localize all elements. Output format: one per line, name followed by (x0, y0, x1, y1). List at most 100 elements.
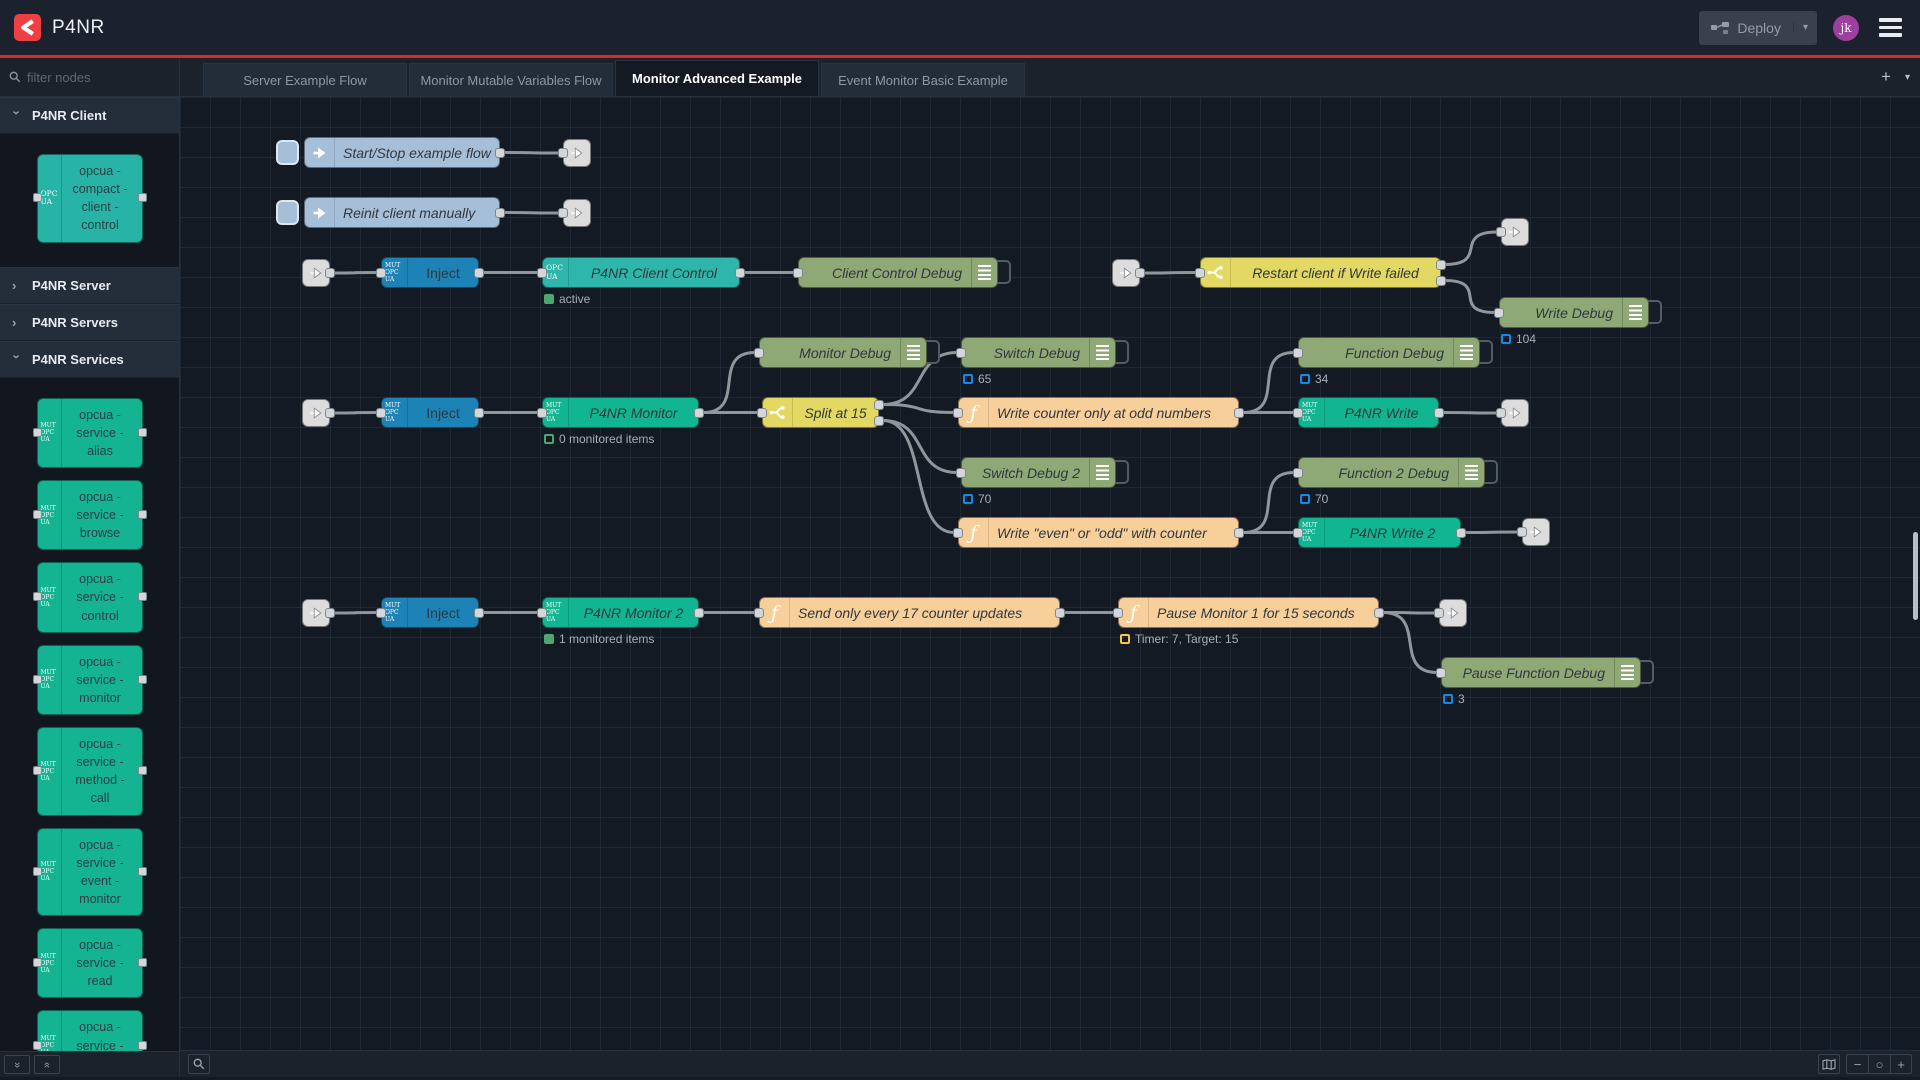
wire-link-d-to-inject-2[interactable] (332, 411, 379, 415)
node-switch-debug[interactable]: Switch Debug (961, 337, 1129, 368)
tab-event-monitor-basic-example[interactable]: Event Monitor Basic Example (821, 63, 1025, 96)
palette-filter-input[interactable] (27, 69, 157, 85)
canvas-vertical-scrollbar[interactable] (1913, 532, 1918, 620)
input-port[interactable] (956, 467, 966, 478)
palette-search[interactable] (0, 58, 179, 97)
wire-monitor-to-monitor-debug[interactable] (701, 351, 757, 414)
node-split[interactable]: Split at 15 (762, 397, 879, 428)
input-port[interactable] (1436, 667, 1446, 678)
wire-pause-monitor-to-pause-debug[interactable] (1381, 611, 1439, 674)
output-port[interactable] (474, 607, 484, 618)
node-write-debug[interactable]: Write Debug (1499, 297, 1662, 328)
input-port[interactable] (1195, 267, 1205, 278)
input-port[interactable] (1293, 467, 1303, 478)
output-port[interactable] (474, 407, 484, 418)
navigator-toggle-button[interactable] (1818, 1054, 1840, 1074)
input-port[interactable] (1434, 608, 1444, 618)
palette-category-p4nr-server[interactable]: ›P4NR Server (0, 266, 179, 304)
output-port[interactable] (495, 147, 505, 158)
main-menu-button[interactable] (1875, 14, 1906, 41)
tab-monitor-mutable-variables-flow[interactable]: Monitor Mutable Variables Flow (409, 63, 613, 96)
output-port[interactable] (1234, 527, 1244, 538)
output-port[interactable] (874, 415, 884, 426)
wire-link-c-to-inject-1[interactable] (332, 271, 379, 275)
wire-reinit-to-link-b[interactable] (502, 211, 561, 215)
input-port[interactable] (1496, 227, 1506, 237)
input-port[interactable] (953, 527, 963, 538)
deploy-options-caret[interactable]: ▾ (1792, 22, 1817, 33)
wire-pause-monitor-to-link-pause-out[interactable] (1381, 611, 1437, 615)
input-port[interactable] (376, 267, 386, 278)
input-port[interactable] (793, 267, 803, 278)
wire-write-counter-to-function-debug[interactable] (1241, 351, 1296, 414)
wire-split-to-switch-debug-2[interactable] (881, 419, 959, 474)
zoom-in-button[interactable]: + (1890, 1054, 1912, 1074)
node-link-restart-out[interactable] (1501, 218, 1529, 246)
input-port[interactable] (558, 148, 568, 158)
palette-category-p4nr-servers[interactable]: ›P4NR Servers (0, 303, 179, 341)
node-function-2-debug[interactable]: Function 2 Debug (1298, 457, 1498, 488)
wire-restart-to-link-restart-out[interactable] (1443, 230, 1499, 266)
output-port[interactable] (1055, 607, 1065, 618)
input-port[interactable] (1496, 408, 1506, 418)
output-port[interactable] (735, 267, 745, 278)
output-port[interactable] (1135, 268, 1145, 278)
wire-split-to-switch-debug[interactable] (881, 351, 959, 406)
input-port[interactable] (757, 407, 767, 418)
flow-list-button[interactable]: ▾ (1904, 71, 1910, 83)
input-port[interactable] (1293, 347, 1303, 358)
output-port[interactable] (325, 608, 335, 618)
node-function-debug[interactable]: Function Debug (1298, 337, 1493, 368)
palette-category-p4nr-client[interactable]: ›P4NR Client (0, 97, 179, 134)
input-port[interactable] (1517, 527, 1527, 537)
input-port[interactable] (1293, 407, 1303, 418)
inject-trigger-button[interactable] (276, 200, 299, 225)
wire-split-to-write-counter[interactable] (881, 403, 956, 414)
output-port[interactable] (325, 268, 335, 278)
input-port[interactable] (537, 407, 547, 418)
zoom-reset-button[interactable]: ○ (1868, 1054, 1890, 1074)
input-port[interactable] (953, 407, 963, 418)
input-port[interactable] (376, 407, 386, 418)
wire-start-stop-to-link-a[interactable] (502, 151, 561, 155)
canvas-search-button[interactable] (188, 1054, 210, 1074)
inject-trigger-button[interactable] (276, 140, 299, 165)
wire-link-e-to-inject-3[interactable] (332, 611, 379, 615)
user-avatar[interactable]: jk (1833, 14, 1859, 41)
deploy-button[interactable]: Deploy ▾ (1699, 10, 1817, 45)
wire-split-to-write-even[interactable] (881, 419, 956, 534)
wire-p4nr-write-2-to-link-write2-out[interactable] (1463, 530, 1520, 534)
output-port[interactable] (694, 407, 704, 418)
output-port[interactable] (1234, 407, 1244, 418)
output-port[interactable] (1434, 407, 1444, 418)
wire-p4nr-write-to-link-write-out[interactable] (1441, 411, 1499, 415)
output-port[interactable] (474, 267, 484, 278)
node-monitor-debug[interactable]: Monitor Debug (759, 337, 940, 368)
tab-monitor-advanced-example[interactable]: Monitor Advanced Example (615, 60, 819, 96)
wire-write-even-to-function-2-debug[interactable] (1241, 471, 1296, 534)
wire-restart-to-write-debug[interactable] (1443, 279, 1497, 314)
node-client-control-debug[interactable]: Client Control Debug (798, 257, 1011, 288)
tab-server-example-flow[interactable]: Server Example Flow (203, 63, 407, 96)
palette-category-p4nr-services[interactable]: ›P4NR Services (0, 340, 179, 378)
output-port[interactable] (874, 399, 884, 410)
output-port[interactable] (1374, 607, 1384, 618)
